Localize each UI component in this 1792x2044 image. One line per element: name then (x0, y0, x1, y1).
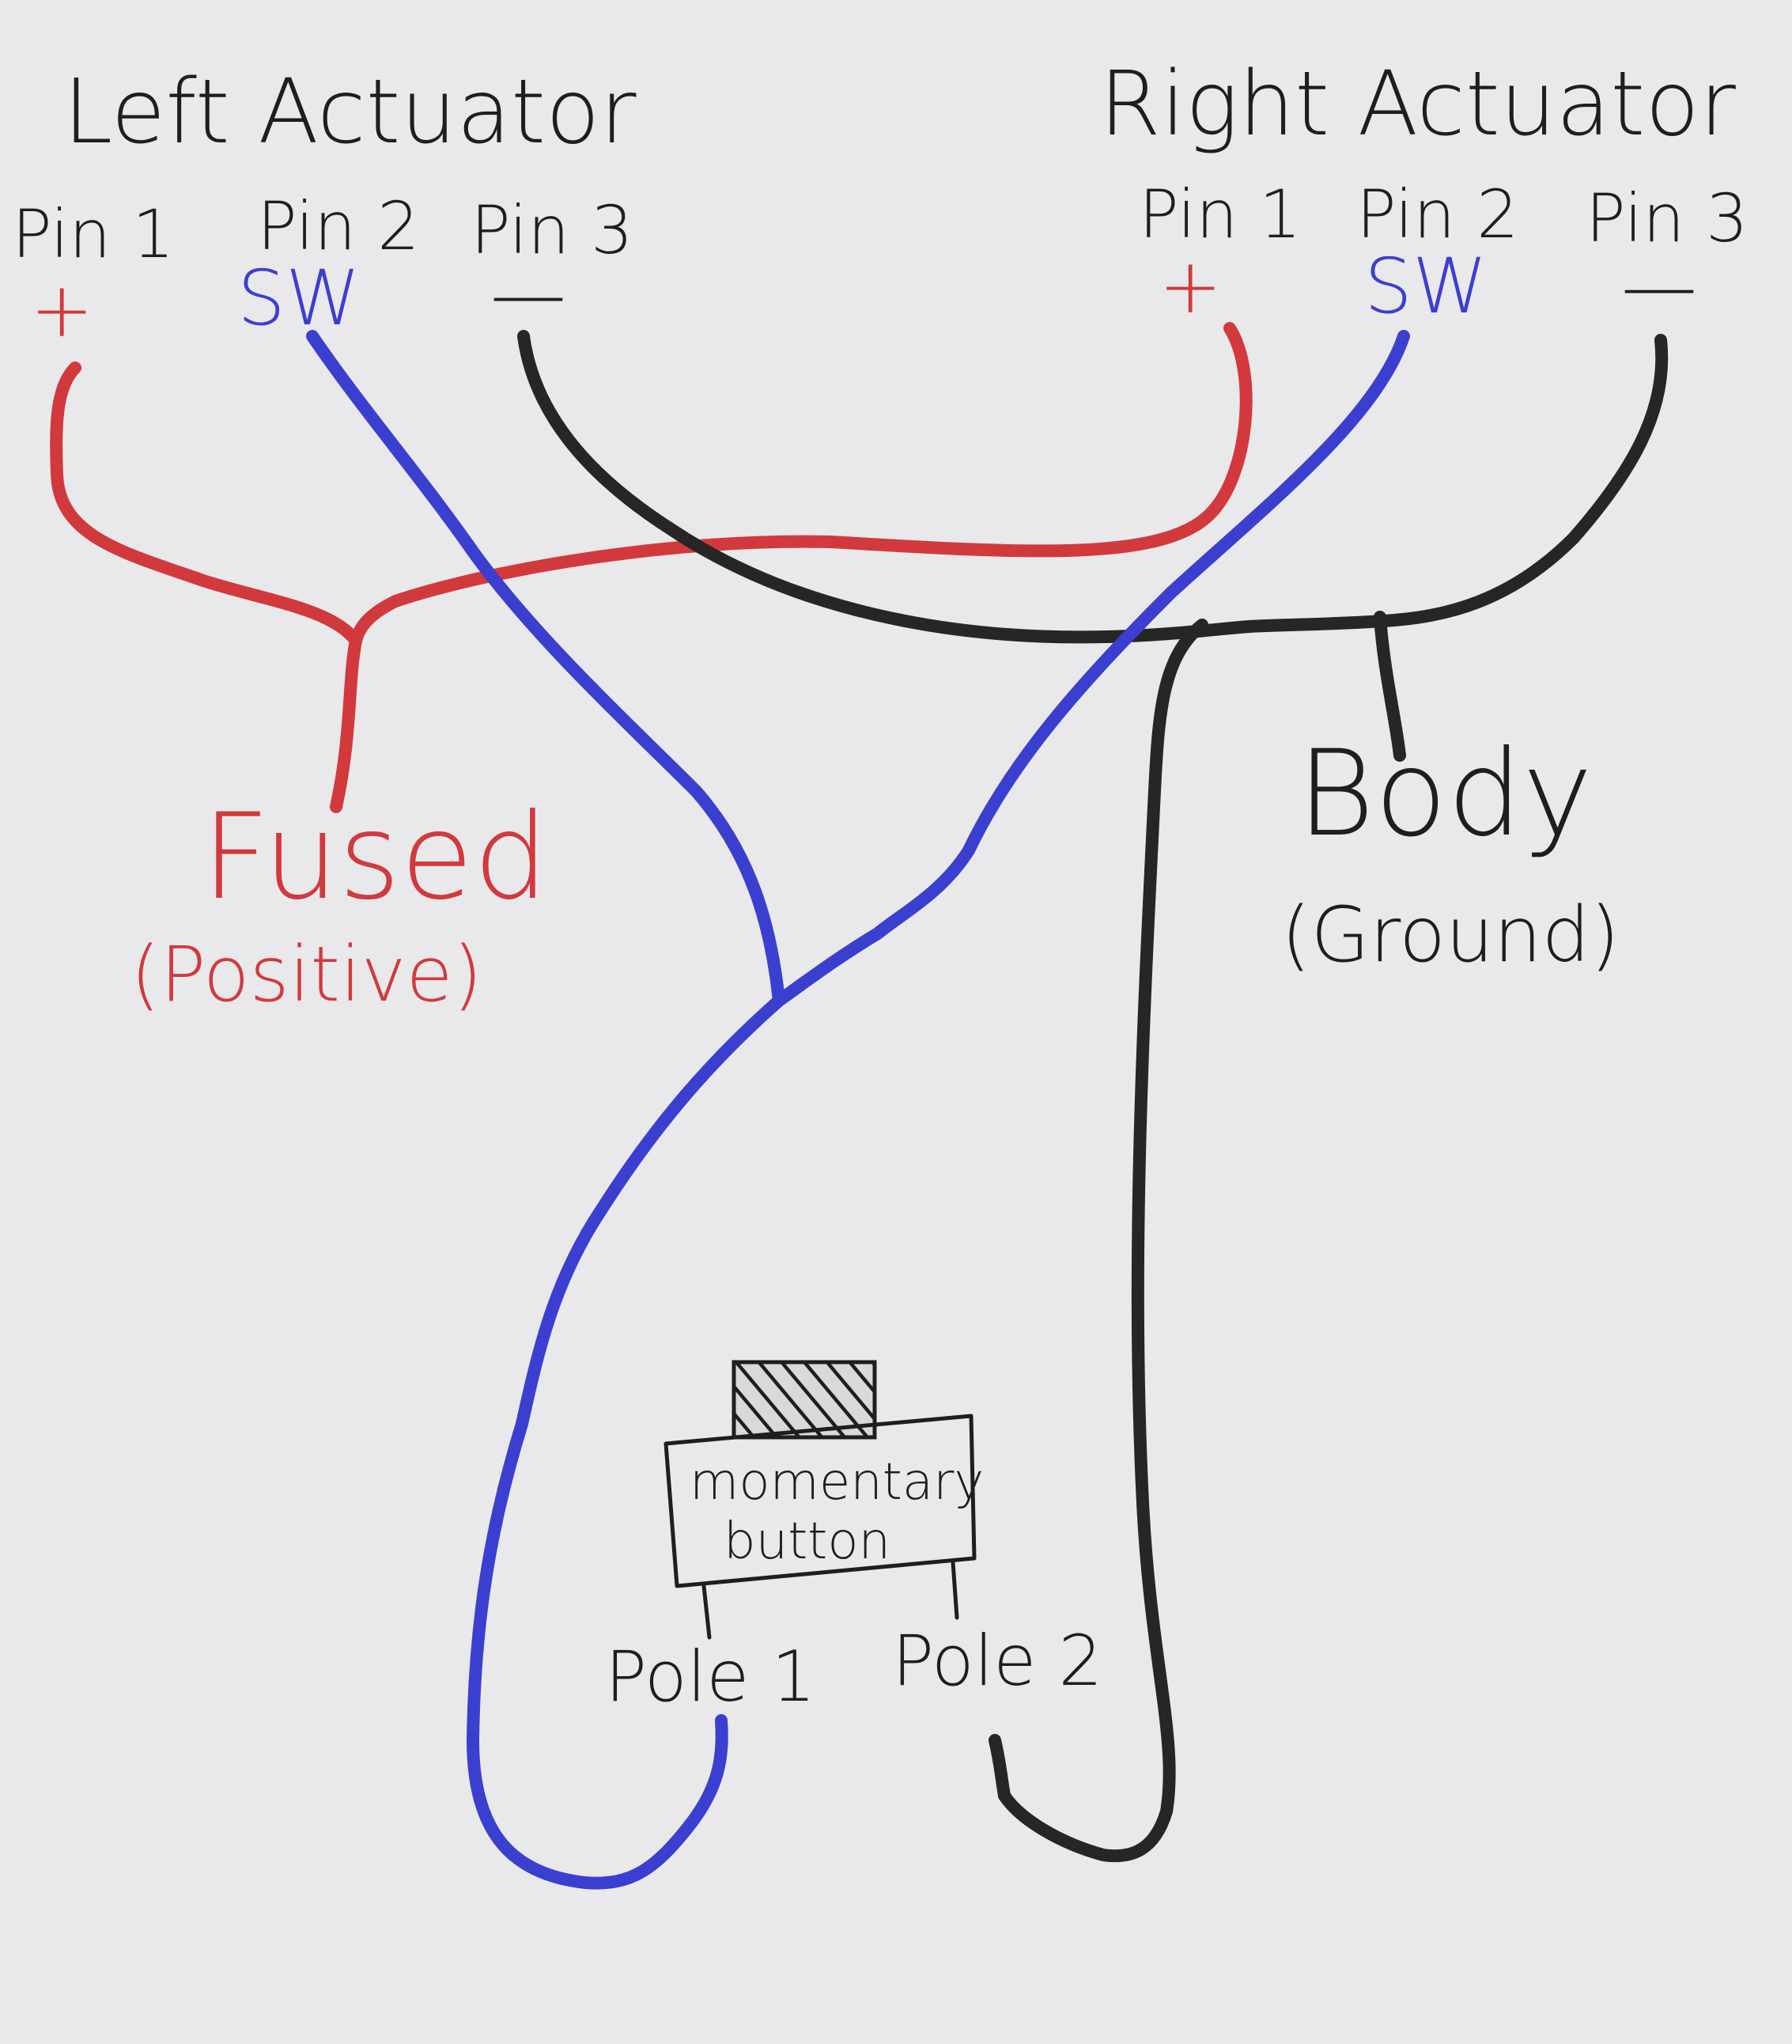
fused-label: Fused (202, 789, 549, 926)
button-pole1-lead (701, 1584, 712, 1640)
pole1-label: Pole 1 (605, 1636, 815, 1717)
left-pin2-symbol: SW (237, 254, 361, 343)
left-pin3-label: Pin 3 (471, 191, 633, 269)
button-label-line1: momentary (690, 1453, 984, 1512)
body-label: Body (1297, 725, 1593, 863)
right-pin3-label: Pin 3 (1586, 180, 1749, 257)
right-pin3-ground-wire (1243, 334, 1669, 633)
right-actuator-title: Right Actuator (1099, 53, 1736, 156)
left-pin2-switch-wire (306, 330, 785, 1007)
left-pin1-label: Pin 1 (12, 195, 175, 273)
button-plunger (732, 1360, 877, 1440)
body-ground-wire (1374, 611, 1406, 762)
button-body (663, 1414, 977, 1588)
right-pin2-symbol: SW (1364, 242, 1488, 331)
left-pin1-symbol: + (30, 266, 93, 354)
pole2-label: Pole 2 (892, 1620, 1102, 1701)
pole2-ground-wire (989, 619, 1208, 1863)
left-pin1-positive-wire (50, 361, 362, 647)
button-pole2-lead (951, 1560, 959, 1620)
button-label-line2: button (724, 1512, 890, 1571)
fused-sub-label: (Positive) (130, 930, 482, 1019)
fused-positive-wire (330, 634, 362, 813)
left-actuator-title: Left Actuator (63, 61, 637, 164)
right-pin3-symbol: — (1621, 242, 1697, 331)
right-pin2-label: Pin 2 (1356, 176, 1519, 253)
right-pin1-positive-wire (350, 322, 1253, 647)
body-sub-label: (Ground) (1281, 891, 1620, 979)
left-pin3-symbol: — (490, 250, 566, 339)
pole1-switch-wire (467, 994, 785, 1890)
right-pin1-label: Pin 1 (1139, 176, 1302, 253)
right-pin2-switch-wire (773, 330, 1410, 1007)
right-pin1-symbol: + (1159, 242, 1222, 331)
left-pin3-ground-wire (517, 330, 1256, 644)
left-pin2-label: Pin 2 (257, 187, 420, 265)
